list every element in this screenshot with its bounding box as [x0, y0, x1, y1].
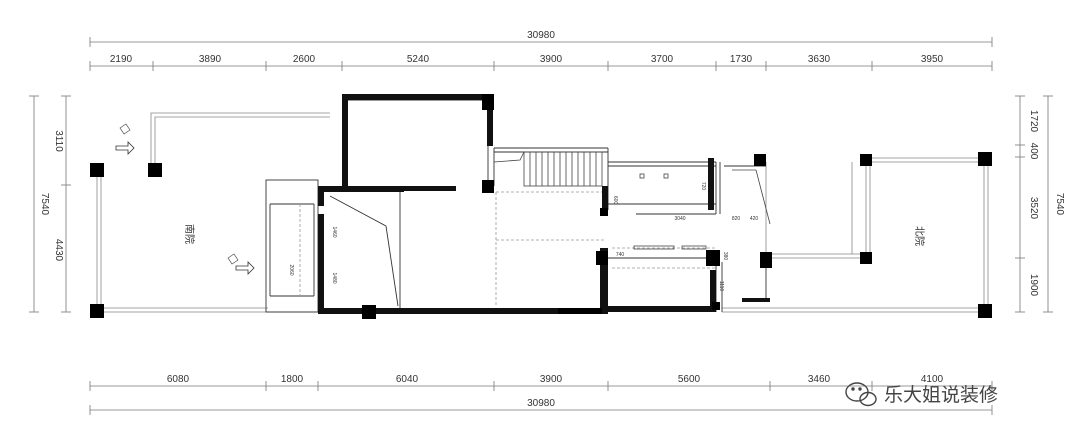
- small-dim-740: 740: [616, 252, 625, 258]
- dashed-zones: [299, 191, 716, 306]
- bottom-segment-3: 6040: [396, 374, 419, 385]
- bottom-segment-5: 5600: [678, 374, 701, 385]
- small-dim-1480: 1480: [331, 272, 337, 283]
- bottom-segment-6: 3460: [808, 374, 831, 385]
- left-segment-1: 3110: [53, 130, 64, 152]
- right-total-dimension: 7540: [1054, 193, 1065, 216]
- columns: [90, 94, 992, 319]
- small-dim-820: 820: [732, 216, 741, 222]
- left-segment-2: 4430: [53, 239, 64, 262]
- bottom-segment-1: 6080: [167, 374, 190, 385]
- left-dimension-chain: [29, 95, 71, 313]
- small-dim-420: 420: [750, 216, 759, 222]
- top-segment-4: 5240: [407, 54, 430, 65]
- plant-icon: [119, 123, 239, 265]
- bottom-segment-7: 4100: [921, 374, 944, 385]
- top-total-dimension: 30980: [527, 30, 555, 41]
- small-dim-3040: 3040: [674, 216, 685, 222]
- top-segment-6: 3700: [651, 54, 674, 65]
- north-yard-label: 北院: [913, 226, 926, 246]
- small-dim-720: 720: [700, 182, 706, 191]
- right-dimension-chain: [1015, 95, 1053, 313]
- walls: [318, 94, 770, 314]
- entry-arrow-icon: [115, 141, 255, 275]
- fixtures: [633, 169, 771, 250]
- top-segment-7: 1730: [730, 54, 753, 65]
- small-dim-1460: 1460: [331, 226, 337, 237]
- south-yard-label: 南院: [183, 224, 196, 244]
- top-segment-5: 3900: [540, 54, 563, 65]
- top-segment-2: 3890: [199, 54, 222, 65]
- interior-lines: [265, 96, 767, 313]
- small-dim-380: 380: [722, 252, 728, 261]
- right-segment-1: 1720: [1028, 110, 1039, 133]
- top-segment-8: 3630: [808, 54, 831, 65]
- top-segment-9: 3950: [921, 54, 944, 65]
- watermark-text: 乐大姐说装修: [884, 384, 998, 406]
- right-segment-4: 1900: [1028, 274, 1039, 297]
- small-dim-2060: 2060: [288, 264, 294, 275]
- top-segment-1: 2190: [110, 54, 133, 65]
- right-segment-3: 3520: [1028, 197, 1039, 220]
- watermark: 乐大姐说装修: [845, 382, 998, 407]
- top-dimension-chain: [89, 37, 993, 71]
- wechat-logo-icon: [845, 382, 877, 407]
- south-yard-boundary: [96, 112, 330, 313]
- bottom-segment-4: 3900: [540, 374, 563, 385]
- small-dim-600: 600: [612, 196, 618, 205]
- bottom-dimension-chain: [89, 381, 993, 415]
- small-dim-1110: 1110: [718, 281, 724, 292]
- staircase: [493, 151, 603, 187]
- right-segment-2: 400: [1028, 143, 1039, 160]
- top-segment-3: 2600: [293, 54, 316, 65]
- left-total-dimension: 7540: [39, 193, 50, 216]
- north-yard-boundary: [722, 157, 989, 313]
- bottom-total-dimension: 30980: [527, 398, 555, 409]
- bottom-segment-2: 1800: [281, 374, 304, 385]
